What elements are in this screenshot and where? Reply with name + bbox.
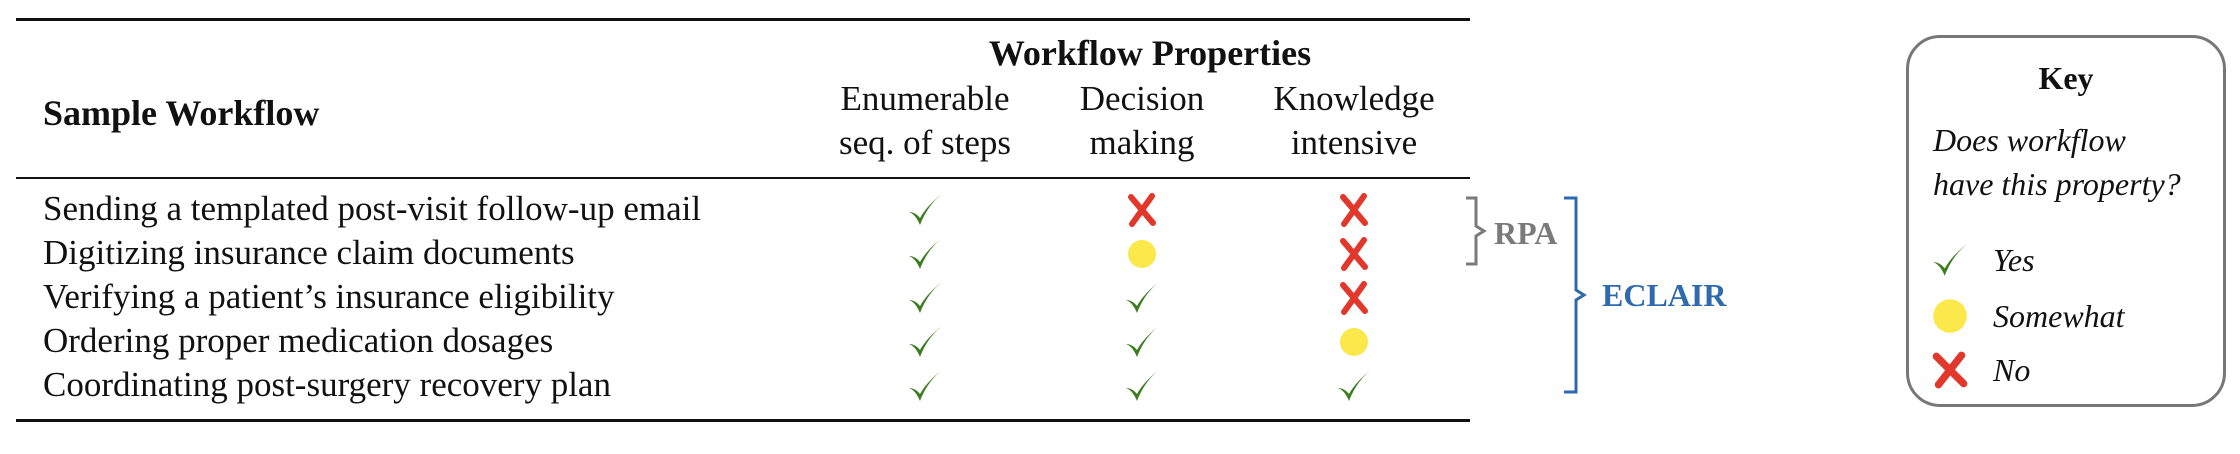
workflow-row-label: Coordinating post-surgery recovery plan bbox=[43, 365, 611, 404]
header-rule bbox=[16, 177, 1470, 179]
key-question: Does workflow have this property? bbox=[1933, 118, 2181, 206]
rpa-bracket bbox=[1466, 196, 1487, 266]
column-header-line: Decision bbox=[1079, 79, 1205, 118]
key-item-label: Yes bbox=[1993, 241, 2035, 278]
key-question-line: Does workflow bbox=[1933, 122, 2126, 158]
workflow-properties-header: Workflow Properties bbox=[988, 33, 1312, 73]
bottom-rule bbox=[16, 419, 1470, 422]
key-item-label: No bbox=[1993, 351, 2031, 388]
check-icon bbox=[905, 190, 945, 230]
key-item-label: Somewhat bbox=[1993, 297, 2125, 334]
check-icon bbox=[905, 322, 945, 362]
cross-icon bbox=[1334, 278, 1374, 318]
key-item-somewhat: Somewhat bbox=[1929, 294, 2125, 338]
column-header-line: intensive bbox=[1290, 123, 1418, 162]
column-header-line: seq. of steps bbox=[838, 123, 1012, 162]
column-header-knowledge: Knowledge intensive bbox=[1234, 77, 1474, 165]
check-icon bbox=[1929, 239, 1971, 281]
check-icon bbox=[1122, 278, 1162, 318]
check-icon bbox=[905, 366, 945, 406]
sample-workflow-header: Sample Workflow bbox=[43, 93, 320, 133]
workflow-row-label: Digitizing insurance claim documents bbox=[43, 233, 575, 272]
column-header-line: Knowledge bbox=[1273, 79, 1435, 118]
cross-icon bbox=[1122, 190, 1162, 230]
check-icon bbox=[1334, 366, 1374, 406]
key-item-yes: Yes bbox=[1929, 238, 2035, 282]
check-icon bbox=[905, 278, 945, 318]
yellow-circle-icon bbox=[1122, 234, 1162, 274]
workflow-row-label: Verifying a patient’s insurance eligibil… bbox=[43, 277, 615, 316]
check-icon bbox=[1122, 322, 1162, 362]
cross-icon bbox=[1929, 349, 1971, 391]
eclair-label: ECLAIR bbox=[1602, 277, 1727, 313]
yellow-circle-icon bbox=[1334, 322, 1374, 362]
eclair-bracket bbox=[1564, 196, 1587, 394]
column-header-enumerable: Enumerable seq. of steps bbox=[805, 77, 1045, 165]
column-header-line: Enumerable bbox=[840, 79, 1010, 118]
column-header-line: making bbox=[1089, 123, 1195, 162]
key-title: Key bbox=[2038, 60, 2094, 96]
check-icon bbox=[1122, 366, 1162, 406]
column-header-decision: Decision making bbox=[1022, 77, 1262, 165]
top-rule bbox=[16, 18, 1470, 21]
workflow-row-label: Sending a templated post-visit follow-up… bbox=[43, 189, 702, 228]
rpa-label: RPA bbox=[1494, 215, 1558, 251]
cross-icon bbox=[1334, 190, 1374, 230]
key-question-line: have this property? bbox=[1933, 166, 2181, 202]
cross-icon bbox=[1334, 234, 1374, 274]
key-legend: Key Does workflow have this property? Ye… bbox=[1906, 35, 2226, 407]
yellow-circle-icon bbox=[1929, 295, 1971, 337]
check-icon bbox=[905, 234, 945, 274]
key-item-no: No bbox=[1929, 348, 2030, 392]
workflow-row-label: Ordering proper medication dosages bbox=[43, 321, 554, 360]
